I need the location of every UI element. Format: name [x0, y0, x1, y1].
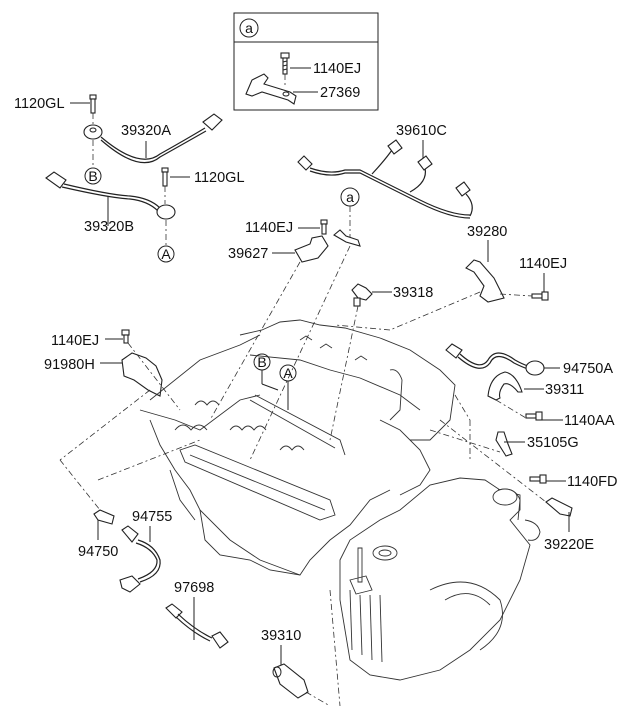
- label-39310: 39310: [261, 628, 301, 644]
- connector-icon: [455, 181, 471, 197]
- callout-B-engine-label: B: [257, 354, 266, 370]
- label-1120GL-mid: 1120GL: [194, 170, 245, 186]
- bolt-icon: [280, 52, 290, 88]
- coolant-temp-sensor-icon: [545, 497, 573, 517]
- connector-icon: [297, 155, 313, 171]
- label-27369: 27369: [320, 85, 360, 101]
- label-35105G: 35105G: [527, 435, 579, 451]
- connector-icon: [45, 171, 67, 189]
- bracket-91980H-icon: [121, 352, 163, 397]
- label-1140FD: 1140FD: [567, 474, 618, 490]
- label-94750A: 94750A: [563, 361, 613, 377]
- connector-icon: [445, 343, 463, 359]
- label-1140EJ-bracket: 1140EJ: [245, 220, 293, 236]
- label-39311: 39311: [545, 382, 584, 398]
- sensor-39310: 39310: [261, 628, 331, 707]
- bolt-icon: [161, 167, 169, 204]
- bracket-91980H: 1140EJ 91980H: [44, 329, 163, 397]
- detail-box-frame: [233, 12, 379, 111]
- crank-sensor-icon: [273, 663, 309, 699]
- sensor-39318: 39318: [351, 283, 433, 307]
- label-1140EJ-box: 1140EJ: [313, 61, 361, 77]
- label-39318: 39318: [393, 285, 433, 301]
- connector-icon: [121, 525, 139, 543]
- label-97698: 97698: [174, 580, 214, 596]
- label-39220E: 39220E: [544, 537, 594, 553]
- wiring-harness-39610C: 39610C: [297, 123, 473, 219]
- label-94755: 94755: [132, 509, 172, 525]
- label-1120GL-top: 1120GL: [14, 96, 65, 112]
- callout-circle-B-sensor: [84, 167, 102, 185]
- sensor-94750-group: 94750 94755: [78, 509, 172, 593]
- bracket-39280: 39280 1140EJ: [465, 224, 567, 303]
- harness-97698: 97698: [165, 580, 229, 649]
- connector-icon: [387, 139, 403, 155]
- callout-A-sensor-label: A: [161, 246, 171, 262]
- label-39320B: 39320B: [84, 219, 134, 235]
- bolt-icon: [531, 293, 543, 299]
- label-39280: 39280: [467, 224, 507, 240]
- engine-block-illustration: [139, 319, 541, 681]
- callout-circle-A-sensor: [157, 245, 175, 263]
- label-1140AA: 1140AA: [564, 413, 615, 429]
- callout-a-box-label: a: [245, 20, 253, 36]
- connector-icon: [211, 631, 229, 649]
- bracket-icon: [333, 229, 361, 247]
- bolt-icon: [121, 329, 130, 336]
- sensor-39220E-group: 35105G 1140FD 39220E: [495, 431, 618, 553]
- assembly-leader-lines: [59, 245, 547, 707]
- label-1140EJ-left: 1140EJ: [51, 333, 99, 349]
- knock-sensor-39320B: 1120GL 39320B A: [45, 167, 245, 263]
- callout-A-engine-label: A: [283, 365, 293, 381]
- detail-box-a: a 1140EJ 27369: [233, 12, 379, 111]
- label-91980H: 91980H: [44, 357, 95, 373]
- label-94750: 94750: [78, 544, 118, 560]
- bolt-icon: [529, 476, 541, 482]
- label-39610C: 39610C: [396, 123, 447, 139]
- label-1140EJ-right: 1140EJ: [519, 256, 567, 272]
- label-39627: 39627: [228, 246, 268, 262]
- knock-sensor-body-icon: [156, 204, 176, 220]
- pressure-sensor-icon: [93, 509, 115, 525]
- connector-icon: [417, 155, 433, 171]
- bolt-icon: [89, 94, 97, 125]
- bracket-39280-icon: [465, 259, 505, 303]
- sensor-body-icon: [119, 575, 141, 593]
- bracket-27369-icon: [245, 73, 297, 105]
- connector-icon: [202, 113, 223, 131]
- sensor-94750A-group: 94750A 39311 1140AA: [445, 343, 615, 429]
- bracket-39627-icon: [294, 235, 329, 263]
- oxygen-sensor-icon: [525, 360, 545, 376]
- bolt-icon: [525, 413, 537, 419]
- label-39320A: 39320A: [121, 123, 171, 139]
- bracket-35105G-icon: [495, 431, 513, 457]
- bolt-icon: [320, 219, 328, 225]
- bracket-39311-icon: [487, 371, 523, 401]
- callout-a-label: a: [346, 189, 354, 205]
- callout-circle-a-box: [239, 18, 259, 38]
- knock-sensor-39320A: 1120GL 39320A B: [14, 94, 223, 185]
- bracket-39627: 1140EJ 39627: [228, 219, 329, 263]
- callout-B-sensor-label: B: [88, 168, 97, 184]
